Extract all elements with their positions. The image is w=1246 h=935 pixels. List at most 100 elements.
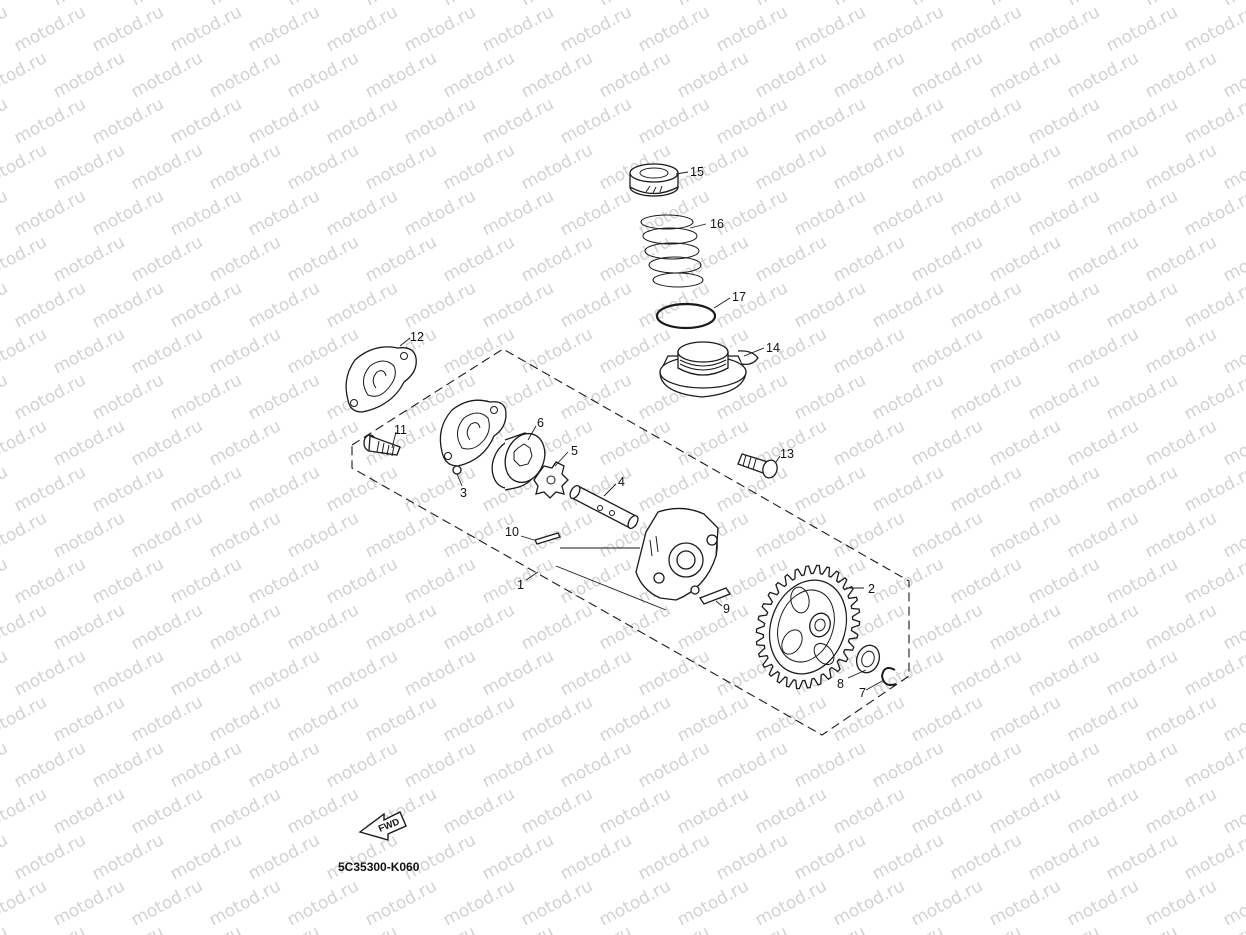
watermark-text: motod.ru	[635, 646, 713, 700]
watermark-text: motod.ru	[518, 784, 596, 838]
watermark-text: motod.ru	[50, 0, 128, 10]
watermark-text: motod.ru	[830, 508, 908, 562]
watermark-text: motod.ru	[401, 830, 479, 884]
watermark-text: motod.ru	[869, 2, 947, 56]
watermark-text: motod.ru	[1103, 554, 1181, 608]
watermark-text: motod.ru	[752, 140, 830, 194]
watermark-text: motod.ru	[557, 370, 635, 424]
watermark-text: motod.ru	[869, 462, 947, 516]
watermark-text: motod.ru	[0, 922, 11, 935]
part-10-pin	[534, 532, 561, 545]
watermark-text: motod.ru	[0, 600, 50, 654]
watermark-text: motod.ru	[1142, 600, 1220, 654]
watermark-text: motod.ru	[284, 876, 362, 930]
watermark-text: motod.ru	[362, 876, 440, 930]
watermark-text: motod.ru	[908, 232, 986, 286]
watermark-text: motod.ru	[596, 876, 674, 930]
watermark-text: motod.ru	[518, 600, 596, 654]
watermark-text: motod.ru	[986, 140, 1064, 194]
watermark-text: motod.ru	[479, 186, 557, 240]
watermark-text: motod.ru	[323, 94, 401, 148]
watermark-text: motod.ru	[167, 922, 245, 935]
watermark-text: motod.ru	[401, 94, 479, 148]
watermark-text: motod.ru	[440, 0, 518, 10]
callout-3: 3	[460, 486, 467, 500]
watermark-text: motod.ru	[362, 600, 440, 654]
watermark-text: motod.ru	[0, 140, 50, 194]
watermark-text: motod.ru	[1025, 186, 1103, 240]
watermark-text: motod.ru	[167, 738, 245, 792]
part-5-inner-rotor	[533, 461, 569, 499]
watermark-text: motod.ru	[284, 416, 362, 470]
watermark-text: motod.ru	[1220, 416, 1246, 470]
watermark-text: motod.ru	[50, 48, 128, 102]
part-13-bolt	[737, 453, 778, 479]
watermark-text: motod.ru	[1103, 830, 1181, 884]
watermark-text: motod.ru	[1181, 186, 1246, 240]
watermark-text: motod.ru	[284, 508, 362, 562]
watermark-text: motod.ru	[362, 0, 440, 10]
part-4-shaft	[569, 484, 639, 530]
watermark-text: motod.ru	[362, 48, 440, 102]
part-8-washer	[855, 644, 881, 674]
watermark-text: motod.ru	[0, 278, 11, 332]
watermark-text: motod.ru	[791, 2, 869, 56]
watermark-text: motod.ru	[11, 554, 89, 608]
watermark-text: motod.ru	[596, 48, 674, 102]
watermark-text: motod.ru	[947, 830, 1025, 884]
watermark-text: motod.ru	[1064, 324, 1142, 378]
watermark-text: motod.ru	[0, 738, 11, 792]
watermark-text: motod.ru	[401, 646, 479, 700]
fwd-arrow-icon: FWD	[358, 811, 407, 841]
watermark-text: motod.ru	[908, 416, 986, 470]
watermark-text: motod.ru	[128, 876, 206, 930]
watermark-text: motod.ru	[128, 416, 206, 470]
watermark-text: motod.ru	[0, 370, 11, 424]
watermark-text: motod.ru	[557, 830, 635, 884]
watermark-text: motod.ru	[206, 416, 284, 470]
watermark-text: motod.ru	[986, 508, 1064, 562]
watermark-text: motod.ru	[791, 94, 869, 148]
part-1-pump-body	[555, 507, 719, 611]
watermark-text: motod.ru	[947, 94, 1025, 148]
watermark-text: motod.ru	[791, 738, 869, 792]
assembly-outline	[351, 348, 910, 736]
watermark-text: motod.ru	[362, 508, 440, 562]
watermark-text: motod.ru	[713, 922, 791, 935]
part-6-outer-rotor	[491, 432, 546, 491]
watermark-text: motod.ru	[89, 738, 167, 792]
watermark-text: motod.ru	[752, 324, 830, 378]
watermark-text: motod.ru	[791, 278, 869, 332]
watermark-text: motod.ru	[752, 508, 830, 562]
callout-11: 11	[394, 423, 407, 437]
watermark-text: motod.ru	[752, 48, 830, 102]
watermark-text: motod.ru	[50, 784, 128, 838]
watermark-text: motod.ru	[245, 186, 323, 240]
watermark-text: motod.ru	[50, 324, 128, 378]
watermark-text: motod.ru	[635, 738, 713, 792]
part-16-spring	[640, 214, 704, 288]
watermark-text: motod.ru	[986, 232, 1064, 286]
watermark-text: motod.ru	[1103, 370, 1181, 424]
callout-1: 1	[517, 578, 524, 592]
watermark-text: motod.ru	[89, 186, 167, 240]
watermark-text: motod.ru	[323, 738, 401, 792]
watermark-text: motod.ru	[479, 2, 557, 56]
watermark-text: motod.ru	[362, 140, 440, 194]
watermark-text: motod.ru	[167, 370, 245, 424]
callout-7: 7	[859, 686, 866, 700]
watermark-text: motod.ru	[1025, 278, 1103, 332]
watermark-text: motod.ru	[1142, 508, 1220, 562]
watermark-text: motod.ru	[245, 278, 323, 332]
watermark-text: motod.ru	[206, 232, 284, 286]
watermark-text: motod.ru	[245, 370, 323, 424]
watermark-text: motod.ru	[323, 278, 401, 332]
watermark-text: motod.ru	[11, 462, 89, 516]
watermark-text: motod.ru	[284, 692, 362, 746]
watermark-text: motod.ru	[440, 600, 518, 654]
watermark-text: motod.ru	[596, 0, 674, 10]
watermark-text: motod.ru	[674, 232, 752, 286]
watermark-text: motod.ru	[1220, 0, 1246, 10]
watermark-text: motod.ru	[869, 646, 947, 700]
watermark-text: motod.ru	[986, 416, 1064, 470]
